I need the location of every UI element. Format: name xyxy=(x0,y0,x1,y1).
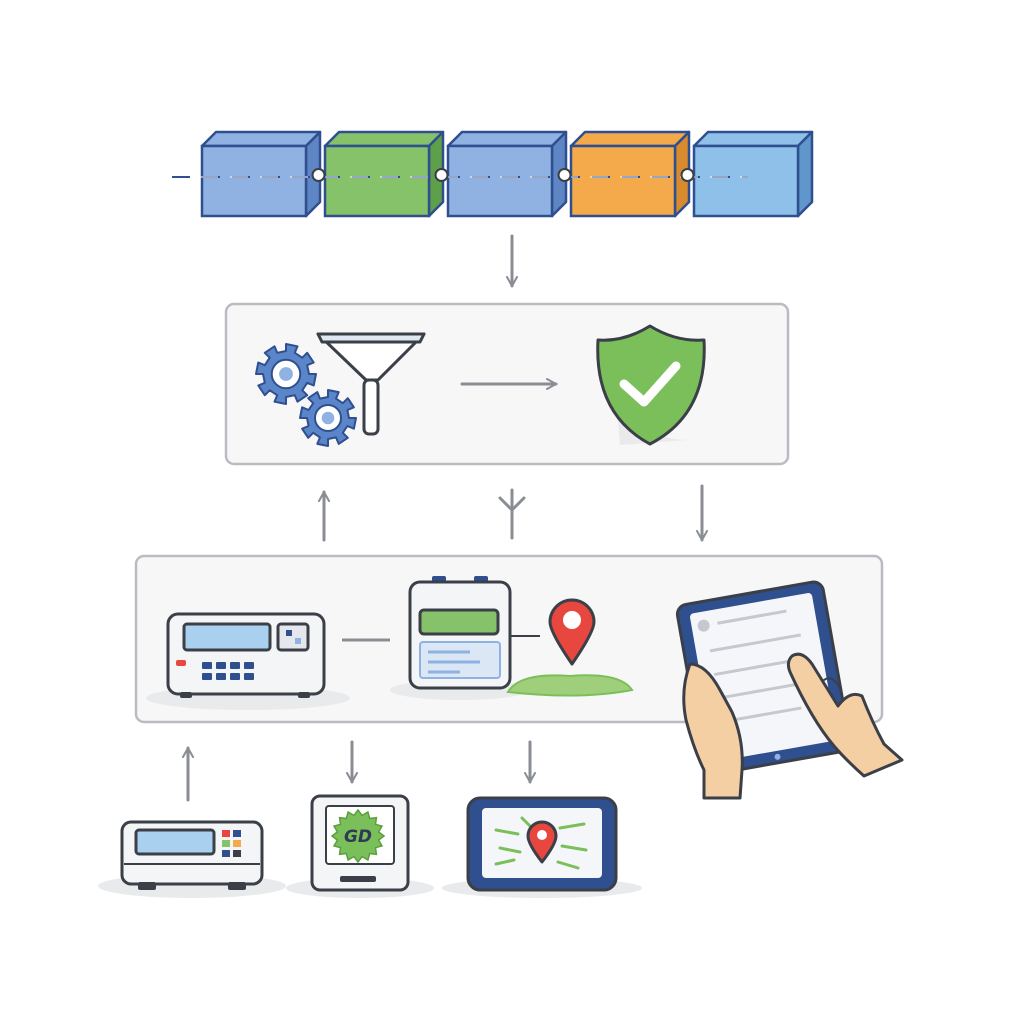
chain-block xyxy=(200,130,322,218)
map-screen-icon xyxy=(442,796,642,898)
monitor-device-icon xyxy=(390,576,540,700)
chain-block xyxy=(692,130,814,218)
chain-link-node xyxy=(557,168,572,182)
badge-text: GD xyxy=(344,827,372,847)
tablet-in-hands-icon xyxy=(675,580,904,800)
chain-link-node xyxy=(311,168,326,182)
certificate-device-icon: GD xyxy=(286,794,434,898)
chain-link-node xyxy=(434,168,449,182)
gear-icon xyxy=(255,343,357,447)
pos-terminal-icon xyxy=(146,612,350,710)
arrow-down-forked xyxy=(498,488,526,540)
small-terminal-icon xyxy=(98,820,286,898)
chain-block xyxy=(569,130,691,218)
chain-block xyxy=(323,130,445,218)
chain-block xyxy=(446,130,568,218)
blockchain-row xyxy=(172,130,814,218)
funnel-icon xyxy=(316,332,426,436)
location-pin-icon xyxy=(506,598,634,697)
shield-check-icon xyxy=(596,324,706,446)
chain-link-node xyxy=(680,168,695,182)
